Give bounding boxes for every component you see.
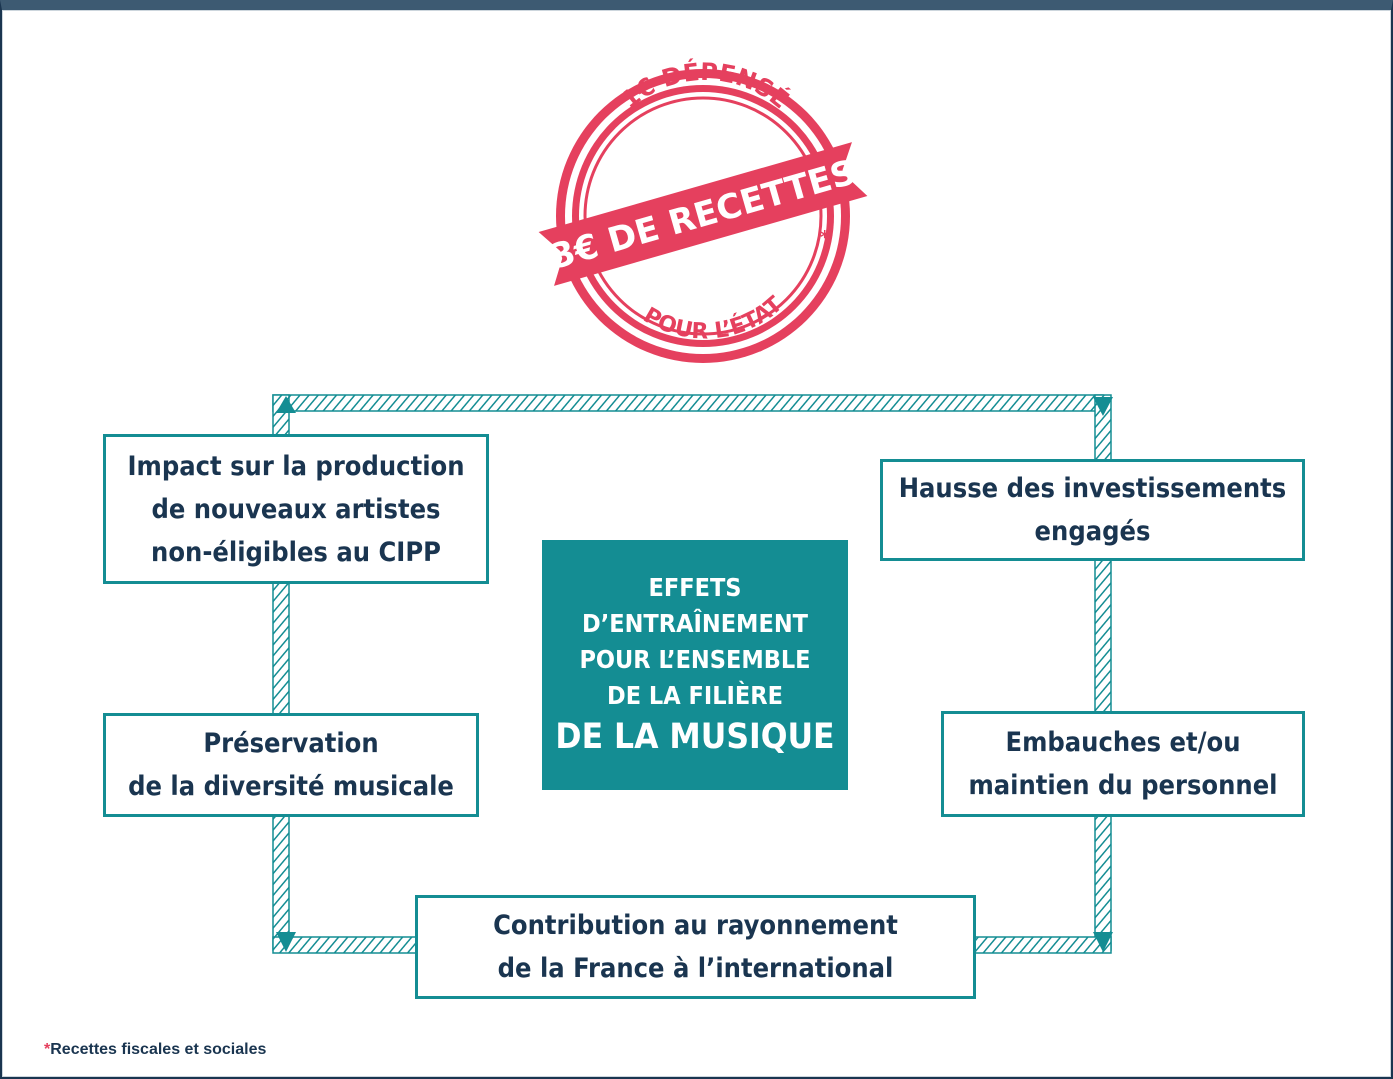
center-box: EFFETS D’ENTRAÎNEMENT POUR L’ENSEMBLE DE… (542, 540, 848, 790)
footnote-marker: * (44, 1041, 51, 1058)
box-line: de nouveaux artistes (151, 493, 441, 525)
cycle-track-top (272, 394, 1104, 412)
box-line: Contribution au rayonnement (493, 910, 898, 941)
box-production: Impact sur la production de nouveaux art… (103, 434, 489, 584)
arrowhead-down-icon (1093, 932, 1113, 952)
box-investissements: Hausse des investissements engagés (880, 459, 1305, 561)
cycle-track-bottom-right (974, 936, 1112, 954)
box-line: engagés (1034, 516, 1151, 547)
box-embauches: Embauches et/ou maintien du personnel (941, 711, 1305, 817)
arrowhead-left-icon (276, 932, 296, 952)
stamp-inner-ring (583, 96, 823, 336)
box-line: Hausse des investissements (898, 473, 1287, 504)
box-line: Impact sur la production (127, 450, 465, 482)
box-diversite: Préservation de la diversité musicale (103, 713, 479, 817)
box-line: Embauches et/ou (1005, 727, 1241, 758)
stamp: 1€ DÉPENSÉ POUR L’ÉTAT * 3€ DE RECETTES (538, 57, 868, 363)
center-line: D’ENTRAÎNEMENT (582, 609, 808, 638)
stamp-asterisk: * (820, 227, 830, 248)
box-line: de la diversité musicale (128, 771, 454, 802)
center-highlight: DE LA MUSIQUE (555, 717, 835, 757)
box-line: Préservation (203, 728, 379, 759)
arrowhead-right-icon (1093, 397, 1113, 416)
center-line: POUR L’ENSEMBLE (579, 645, 811, 674)
box-line: maintien du personnel (968, 770, 1278, 801)
box-line: de la France à l’international (497, 953, 894, 984)
arrowhead-up-icon (276, 396, 296, 413)
box-rayonnement: Contribution au rayonnement de la France… (415, 895, 976, 999)
center-line: EFFETS (648, 573, 742, 602)
footnote: *Recettes fiscales et sociales (44, 1041, 266, 1059)
center-line: DE LA FILIÈRE (607, 681, 783, 710)
box-line: non-éligibles au CIPP (151, 536, 441, 568)
cycle-track-bottom-left (272, 936, 419, 954)
footnote-text: Recettes fiscales et sociales (50, 1041, 267, 1058)
